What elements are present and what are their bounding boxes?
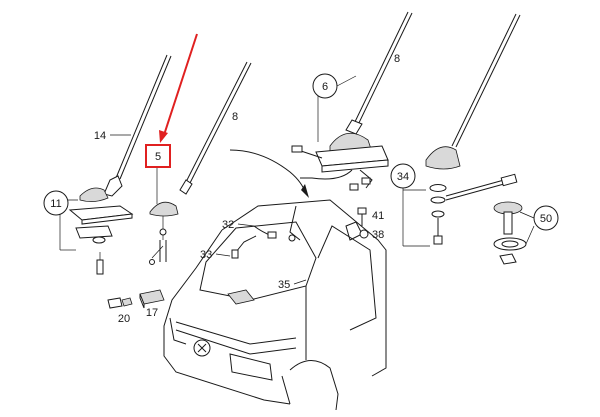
part-38-clip[interactable]: [345, 221, 369, 241]
callout-6: 6: [312, 73, 357, 99]
callout-5-highlighted[interactable]: 5: [145, 144, 171, 204]
part-41-bolt[interactable]: [357, 207, 367, 226]
svg-text:34: 34: [397, 171, 409, 183]
part-8-antenna-rod-right[interactable]: [345, 11, 413, 135]
callout-41: 41: [372, 210, 384, 222]
callout-32: 32: [222, 219, 255, 231]
callout-38: 38: [372, 229, 384, 241]
part-17-module[interactable]: [139, 289, 165, 309]
callout-20: 20: [118, 313, 130, 325]
part-50-seal-set[interactable]: [493, 201, 535, 265]
antenna-cable[interactable]: [229, 149, 309, 198]
highlight-arrow: [159, 33, 198, 143]
callout-8-left: 8: [232, 111, 238, 123]
svg-text:50: 50: [540, 213, 552, 225]
callout-8-right: 8: [394, 53, 400, 65]
part-20-connector[interactable]: [107, 297, 133, 309]
callout-50: 50: [533, 205, 559, 231]
svg-text:6: 6: [322, 81, 328, 93]
part-8-antenna-rod-left[interactable]: [179, 61, 252, 195]
callout-34: 34: [390, 163, 416, 189]
part-11-antenna-base[interactable]: [59, 187, 134, 275]
callout-11: 11: [43, 190, 69, 216]
svg-text:35: 35: [278, 279, 290, 291]
callout-14: 14: [94, 130, 131, 142]
callout-35: 35: [278, 279, 307, 291]
svg-text:32: 32: [222, 219, 234, 231]
part-5-antenna-mount[interactable]: [149, 201, 179, 265]
svg-text:5: 5: [155, 151, 161, 163]
part-34-antenna-assembly[interactable]: [402, 13, 521, 247]
part-6-roof-antenna-base[interactable]: [291, 86, 389, 191]
part-32-wiring[interactable]: [231, 205, 301, 259]
svg-text:14: 14: [94, 130, 106, 142]
callout-17: 17: [146, 307, 158, 319]
callout-33: 33: [200, 249, 231, 261]
van-outline: [163, 199, 387, 411]
svg-text:33: 33: [200, 249, 212, 261]
svg-text:11: 11: [50, 198, 61, 210]
part-14-antenna-rod[interactable]: [103, 54, 172, 197]
